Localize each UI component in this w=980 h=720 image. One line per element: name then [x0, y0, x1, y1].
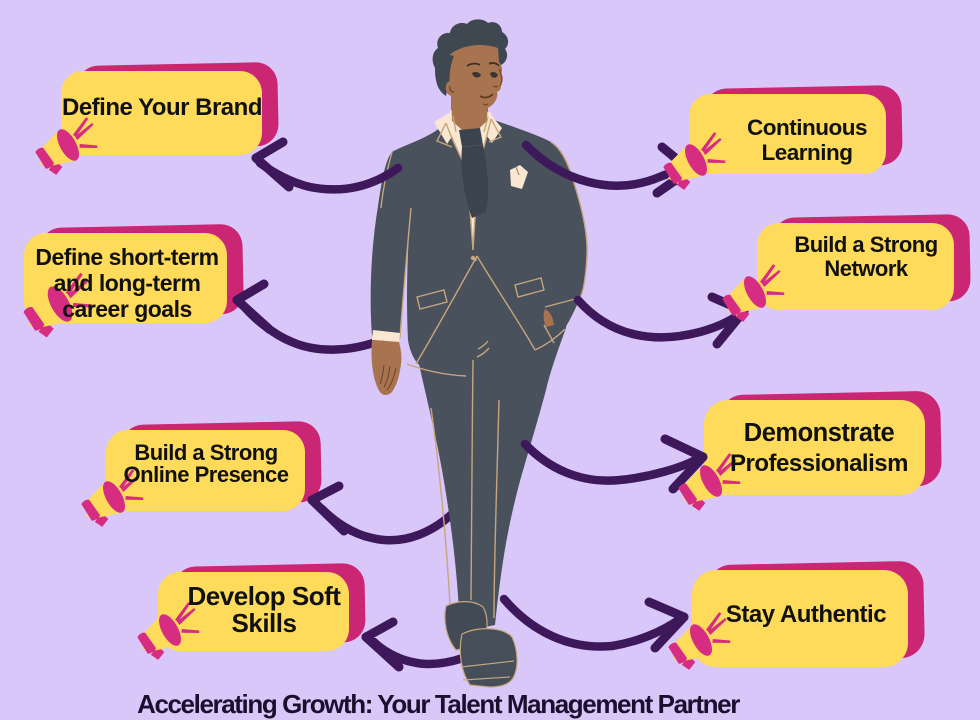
- svg-text:Accelerating Growth: Your Tale: Accelerating Growth: Your Talent Managem…: [137, 689, 740, 719]
- svg-text:Professionalism: Professionalism: [730, 450, 908, 477]
- svg-text:Continuous: Continuous: [747, 115, 867, 140]
- svg-text:Skills: Skills: [232, 608, 297, 638]
- svg-text:Online Presence: Online Presence: [124, 462, 289, 487]
- svg-text:and long-term: and long-term: [54, 270, 201, 296]
- svg-text:Network: Network: [824, 256, 909, 281]
- svg-text:career goals: career goals: [62, 296, 192, 322]
- svg-text:Define Your Brand: Define Your Brand: [62, 94, 262, 121]
- svg-text:Stay Authentic: Stay Authentic: [726, 601, 886, 628]
- svg-text:Demonstrate: Demonstrate: [744, 419, 895, 447]
- svg-text:Build a Strong: Build a Strong: [794, 232, 937, 257]
- svg-text:Define short-term: Define short-term: [35, 244, 218, 270]
- svg-text:Develop Soft: Develop Soft: [188, 581, 342, 611]
- svg-text:Build a Strong: Build a Strong: [134, 440, 277, 465]
- svg-text:Learning: Learning: [761, 140, 852, 165]
